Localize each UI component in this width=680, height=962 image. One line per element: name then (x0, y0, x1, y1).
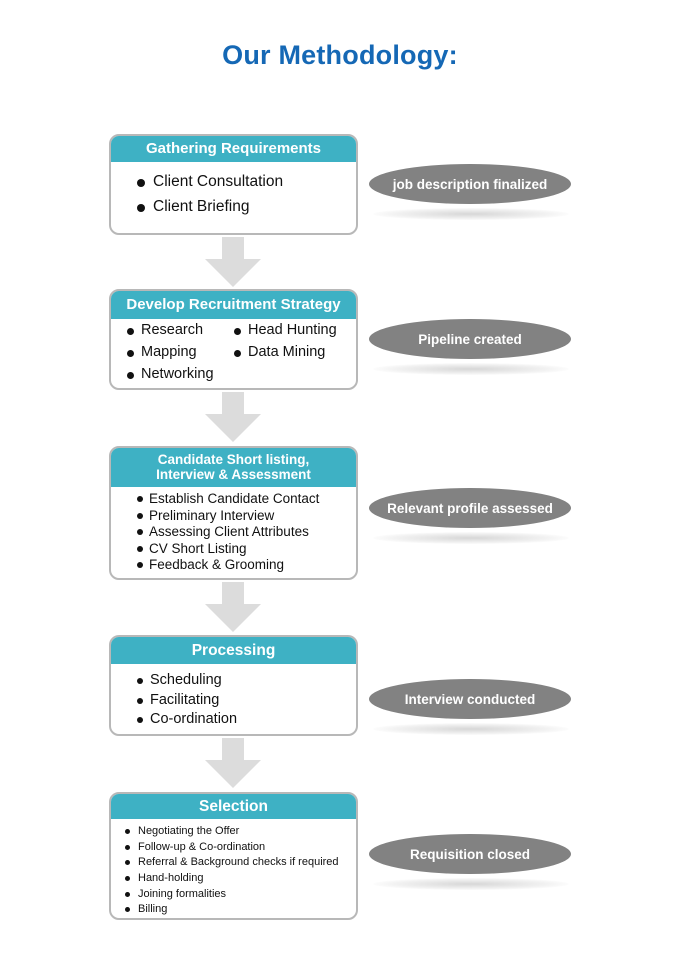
badge-shadow (373, 532, 569, 544)
list-item: Research (127, 322, 234, 344)
step-item-list: Head Hunting Data Mining (234, 322, 337, 388)
list-item: Negotiating the Offer (125, 825, 356, 841)
step-item-list: Negotiating the Offer Follow-up & Co-ord… (111, 819, 356, 918)
list-item: Data Mining (234, 344, 337, 366)
step-heading-line: Candidate Short listing, (157, 451, 310, 467)
step-item-list: Research Mapping Networking (127, 322, 234, 388)
step-box-gathering-requirements: Gathering Requirements Client Consultati… (109, 134, 358, 235)
step-item-list: Scheduling Facilitating Co-ordination (111, 664, 356, 731)
list-item: Joining formalities (125, 888, 356, 904)
list-item: Co-ordination (137, 711, 356, 731)
down-arrow-icon (205, 738, 261, 788)
list-item: Facilitating (137, 692, 356, 712)
list-item: Feedback & Grooming (137, 557, 356, 574)
badge-shadow (373, 723, 569, 735)
step-item-list: Establish Candidate Contact Preliminary … (111, 487, 356, 574)
outcome-badge: Pipeline created (369, 319, 571, 359)
list-item: Client Briefing (137, 198, 356, 223)
outcome-badge: Requisition closed (369, 834, 571, 874)
list-item: Hand-holding (125, 872, 356, 888)
step-box-develop-strategy: Develop Recruitment Strategy Research Ma… (109, 289, 358, 390)
step-box-short-listing: Candidate Short listing, Interview & Ass… (109, 446, 358, 580)
down-arrow-icon (205, 582, 261, 632)
list-item: Client Consultation (137, 173, 356, 198)
step-box-selection: Selection Negotiating the Offer Follow-u… (109, 792, 358, 920)
step-heading: Gathering Requirements (111, 136, 356, 162)
step-box-processing: Processing Scheduling Facilitating Co-or… (109, 635, 358, 736)
down-arrow-icon (205, 237, 261, 287)
outcome-badge: Relevant profile assessed (369, 488, 571, 528)
list-item: Follow-up & Co-ordination (125, 841, 356, 857)
list-item: Head Hunting (234, 322, 337, 344)
step-heading: Develop Recruitment Strategy (111, 291, 356, 319)
badge-shadow (373, 878, 569, 890)
list-item: Preliminary Interview (137, 508, 356, 525)
page-title: Our Methodology: (222, 40, 458, 70)
list-item: Assessing Client Attributes (137, 524, 356, 541)
step-heading-line: Interview & Assessment (156, 466, 311, 482)
outcome-badge: Interview conducted (369, 679, 571, 719)
list-item: Establish Candidate Contact (137, 491, 356, 508)
outcome-badge: job description finalized (369, 164, 571, 204)
step-heading: Selection (111, 794, 356, 819)
list-item: Scheduling (137, 672, 356, 692)
list-item: Referral & Background checks if required (125, 856, 356, 872)
step-heading: Candidate Short listing, Interview & Ass… (111, 448, 356, 487)
list-item: Mapping (127, 344, 234, 366)
badge-shadow (373, 363, 569, 375)
down-arrow-icon (205, 392, 261, 442)
step-item-list: Client Consultation Client Briefing (111, 162, 356, 223)
list-item: Networking (127, 366, 234, 388)
list-item: CV Short Listing (137, 541, 356, 558)
badge-shadow (373, 208, 569, 220)
list-item: Billing (125, 903, 356, 918)
step-heading: Processing (111, 637, 356, 664)
